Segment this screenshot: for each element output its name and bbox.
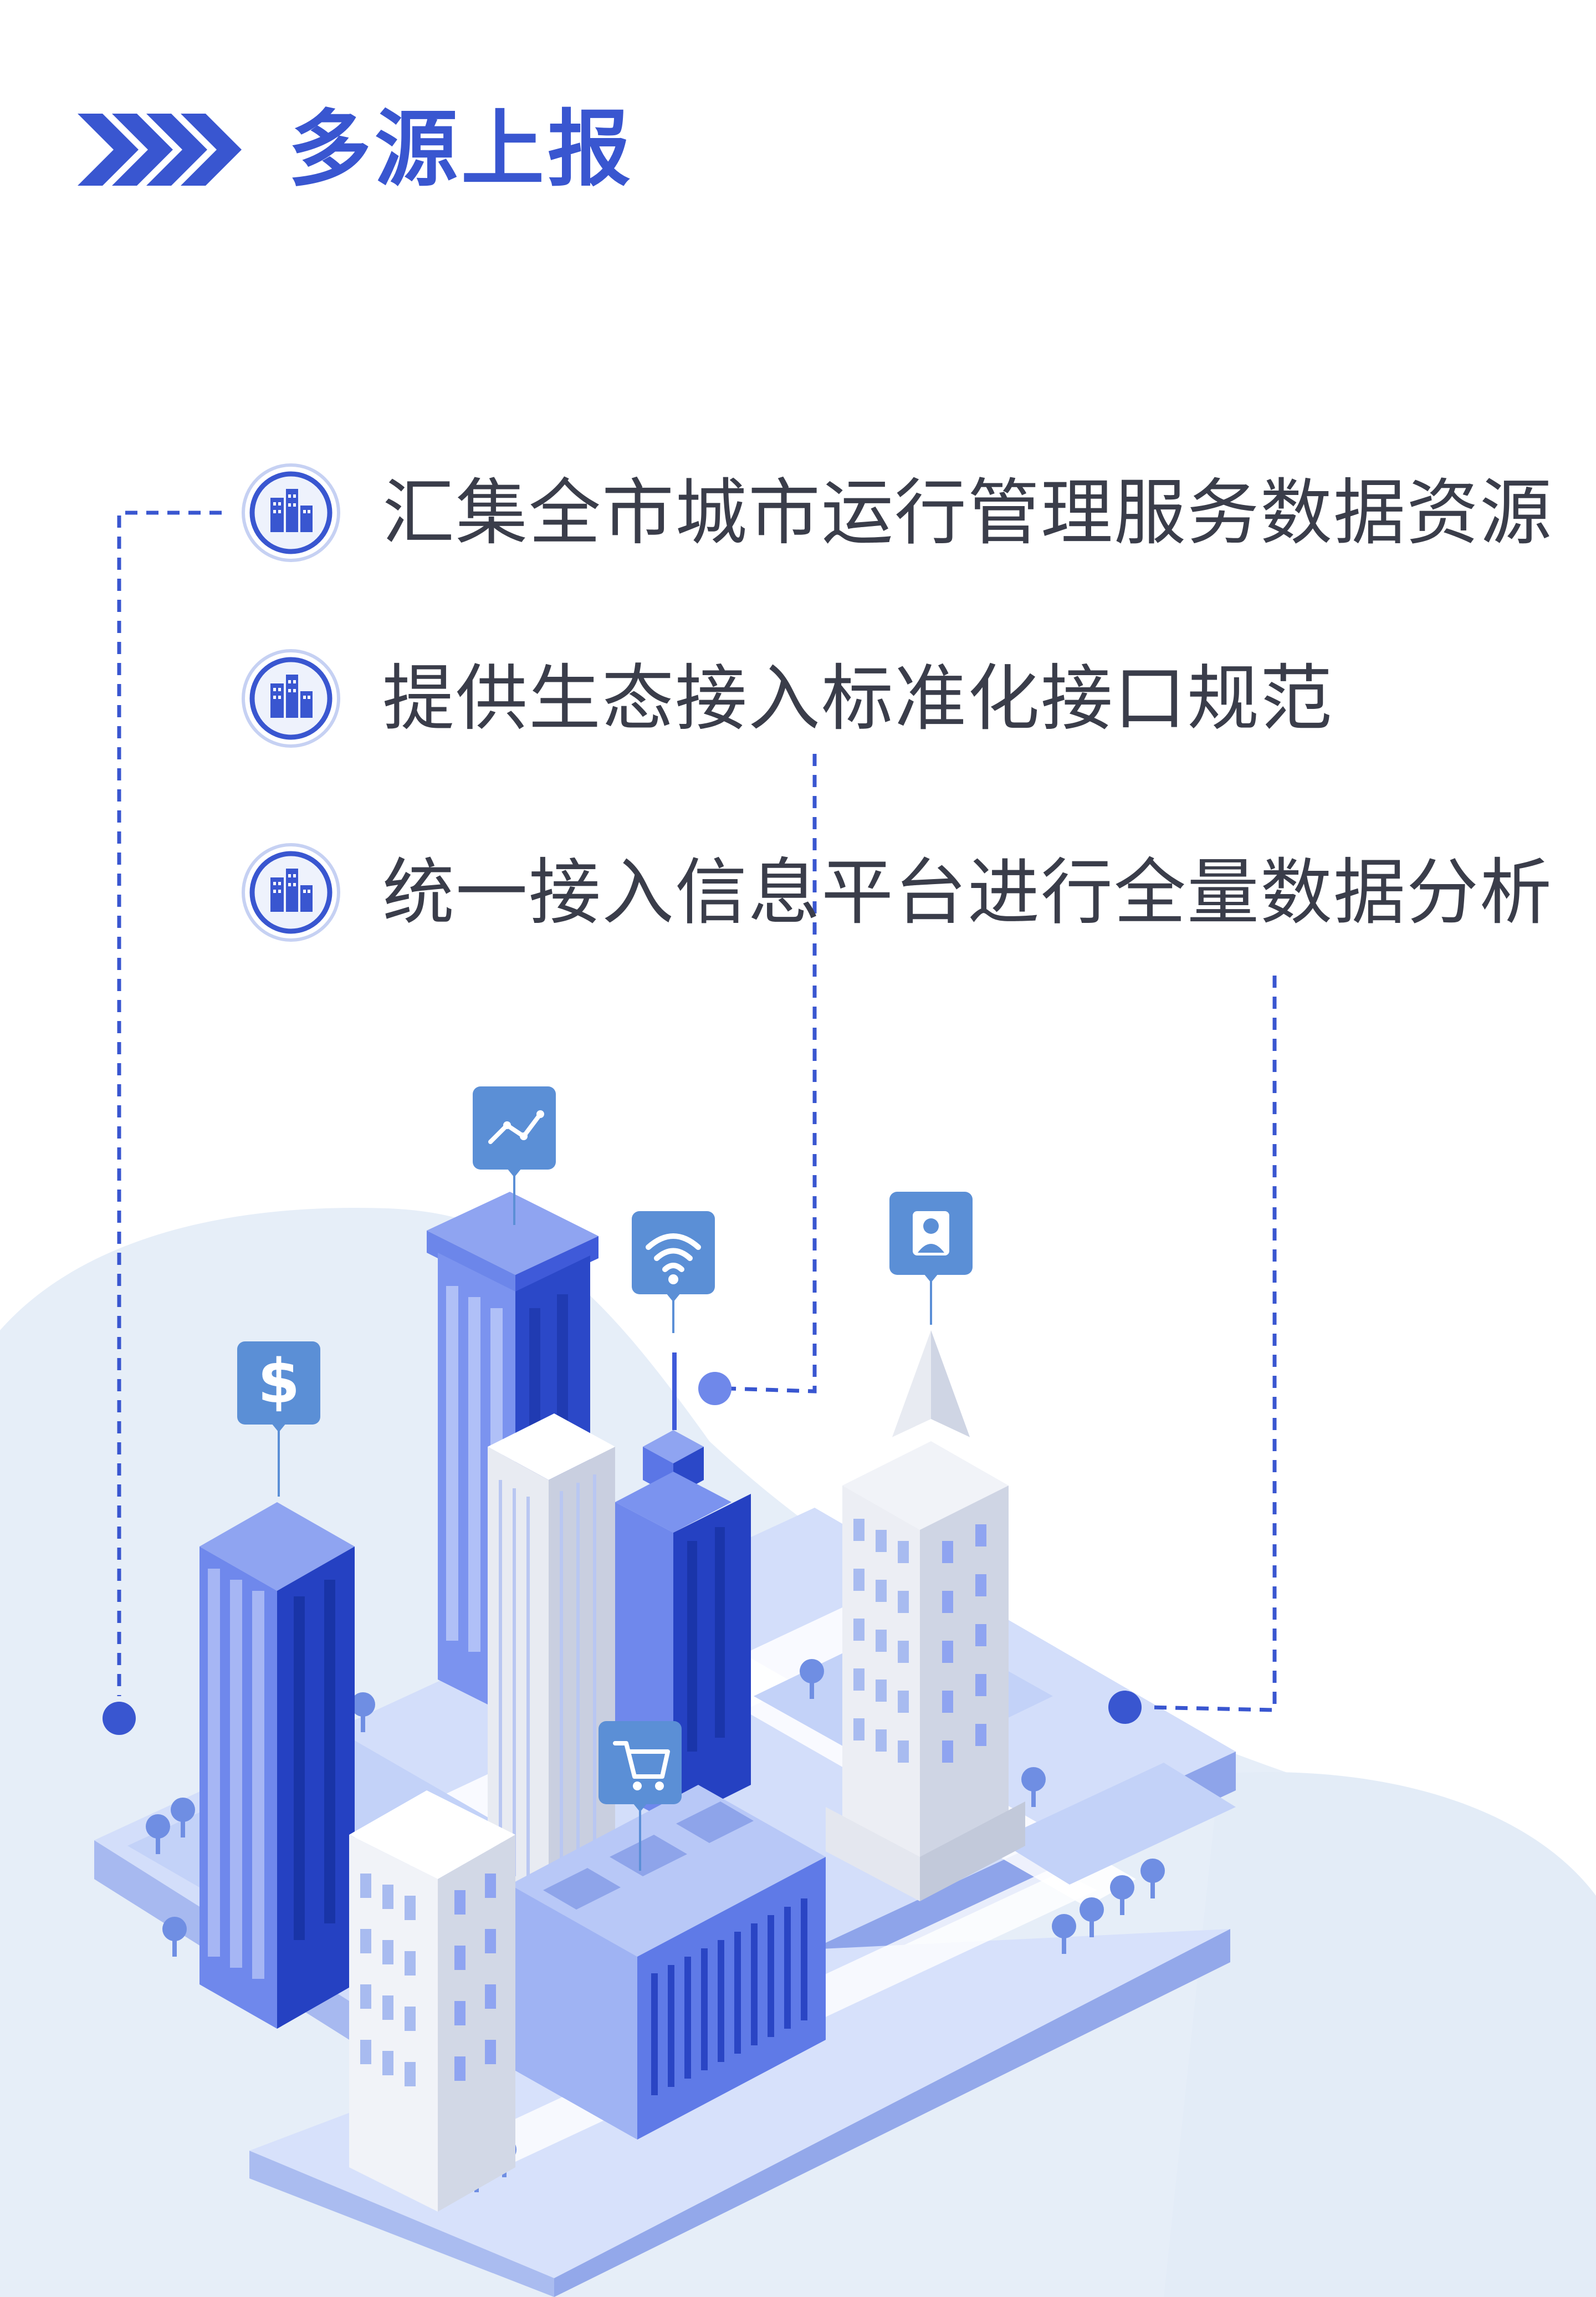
- page-title: 多源上报: [288, 101, 635, 198]
- front-white-building: [349, 1790, 515, 2212]
- city-buildings-icon: [242, 463, 340, 562]
- spire-tower: [826, 1330, 1025, 1901]
- feature-text: 汇集全市城市运行管理服务数据资源: [382, 471, 1553, 555]
- left-blue-tower: [200, 1502, 355, 2029]
- connector-dot-2: [698, 1372, 732, 1405]
- connector-line-3: [1147, 976, 1277, 1712]
- connector-dot-3: [1108, 1691, 1142, 1724]
- feature-item: 统一接入信息平台进行全量数据分析: [238, 840, 1553, 945]
- pin-shopping-cart: [598, 1721, 682, 1871]
- section-header: 多源上报: [78, 94, 634, 205]
- connector-dot-1: [103, 1702, 136, 1735]
- svg-text:$: $: [258, 1346, 300, 1417]
- background-blob-right: [1164, 1772, 1596, 2297]
- city-buildings-icon: [242, 649, 340, 748]
- pin-trend-chart: [473, 1086, 556, 1225]
- pin-dollar: $: [237, 1341, 320, 1497]
- connector-line-1: [117, 511, 222, 1696]
- pin-user: [889, 1192, 973, 1325]
- pin-wifi: [632, 1211, 715, 1333]
- feature-text: 统一接入信息平台进行全量数据分析: [382, 850, 1553, 935]
- feature-text: 提供生态接入标准化接口规范: [382, 656, 1334, 741]
- connector-line-2: [728, 754, 817, 1393]
- feature-item: 汇集全市城市运行管理服务数据资源: [238, 460, 1553, 565]
- trees: [146, 1659, 1165, 2192]
- chevrons-right-icon: [78, 114, 242, 186]
- city-buildings-icon: [242, 843, 340, 942]
- feature-item: 提供生态接入标准化接口规范: [238, 646, 1333, 751]
- connector-lines: [117, 511, 1277, 1712]
- low-blue-building: [510, 1785, 826, 2140]
